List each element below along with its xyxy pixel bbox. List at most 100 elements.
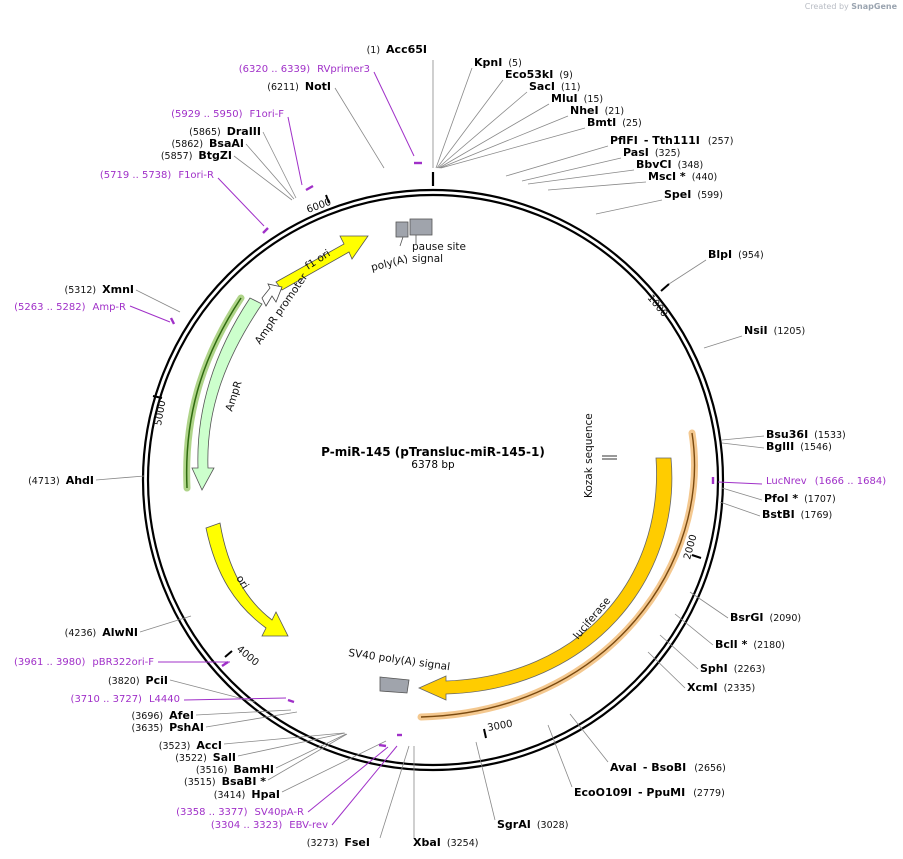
cut-site-line	[547, 724, 573, 788]
primer-binding-mark	[287, 698, 295, 704]
snapgene-logo: SnapGene	[851, 2, 897, 11]
enzyme-position: (6211)	[267, 82, 299, 93]
enzyme-name: BclI *	[715, 638, 748, 651]
enzyme-name: AccI	[196, 739, 222, 752]
enzyme-site-msci: MscI *(440)	[547, 170, 718, 191]
enzyme-site-spei: SpeI (599)	[595, 188, 723, 215]
snapgene-credit: Created by SnapGene	[805, 2, 897, 11]
enzyme-name: PasI	[623, 146, 649, 159]
enzyme-position: (4713)	[28, 476, 60, 487]
enzyme-name: FseI	[344, 836, 370, 849]
primer-site-rvprimer3: RVprimer3(6320 .. 6339)	[239, 64, 422, 165]
cut-site-line	[436, 79, 504, 169]
enzyme-position: (2263)	[734, 664, 766, 675]
primer-site-lucnrev: LucNrev(1666 .. 1684)	[711, 476, 886, 487]
enzyme-name: XbaI	[413, 836, 441, 849]
enzyme-site-fsei: FseI(3273)	[307, 745, 410, 849]
cut-site-line	[689, 591, 729, 619]
kozak-label: Kozak sequence	[583, 413, 595, 498]
enzyme-site-bmti: BmtI(25)	[440, 116, 642, 169]
enzyme-position: (2779)	[693, 788, 725, 799]
enzyme-site-sali: SalI(3522)	[175, 732, 346, 764]
cut-site-line	[703, 335, 743, 349]
enzyme-name: AfeI	[169, 709, 194, 722]
sv40-label: SV40 poly(A) signal	[348, 647, 451, 673]
primer-leader	[129, 305, 171, 323]
cut-site-line	[195, 709, 292, 716]
enzyme-site-ahdi: AhdI(4713)	[28, 474, 145, 487]
primer-name: Amp-R	[93, 302, 127, 313]
primer-leader	[373, 71, 415, 157]
enzyme-position: (440)	[692, 172, 718, 183]
primer-site-l4440: L4440(3710 .. 3727)	[71, 694, 295, 705]
enzyme-name: SphI	[700, 662, 728, 675]
primer-name: L4440	[149, 694, 180, 705]
cut-site-line	[233, 155, 293, 201]
backbone-inner-ring	[146, 193, 720, 767]
cut-site-line	[275, 733, 347, 769]
primer-range: (5929 .. 5950)	[171, 109, 243, 120]
primer-range: (3961 .. 3980)	[14, 657, 86, 668]
primer-binding-mark	[305, 184, 314, 192]
enzyme-name: SpeI	[664, 188, 691, 201]
cut-site-line	[334, 87, 385, 169]
cut-site-line	[674, 613, 714, 646]
enzyme-site-saci: SacI(11)	[437, 80, 580, 169]
enzyme-site-kpni: KpnI(5)	[435, 56, 522, 169]
enzyme-position: (3635)	[132, 723, 164, 734]
enzyme-site-mlui: MluI(15)	[438, 92, 604, 169]
sv40-poly-a-box	[379, 676, 410, 694]
enzyme-position: (3523)	[159, 741, 191, 752]
enzyme-position: (325)	[655, 148, 681, 159]
primer-leader	[217, 177, 265, 227]
primer-leader	[307, 746, 389, 813]
enzyme-name-2: - BsoBI	[643, 761, 686, 774]
cut-site-line	[281, 740, 387, 793]
enzyme-name: PfoI *	[764, 492, 798, 505]
enzyme-site-xcmi: XcmI(2335)	[647, 651, 755, 694]
restriction-sites: Acc65I(1)KpnI(5)Eco53kI(9)SacI(11)MluI(1…	[28, 43, 846, 849]
enzyme-site-btgzi: BtgZI(5857)	[161, 149, 293, 201]
enzyme-site-acc65i: Acc65I(1)	[367, 43, 434, 168]
enzyme-name: SgrAI	[497, 818, 531, 831]
enzyme-site-bsabi: BsaBI *(3515)	[184, 733, 348, 788]
enzyme-position: (2090)	[769, 613, 801, 624]
enzyme-site-pasi: PasI (325)	[521, 146, 681, 182]
enzyme-position: (1707)	[804, 494, 836, 505]
primer-range: (6320 .. 6339)	[239, 64, 311, 75]
enzyme-site-afei: AfeI (3696)	[132, 709, 292, 722]
cut-site-line	[521, 157, 622, 182]
enzyme-position: (15)	[584, 94, 604, 105]
enzyme-position: (3696)	[132, 711, 164, 722]
primer-leader	[717, 481, 763, 485]
pause-site-label-line2: signal	[412, 253, 443, 265]
enzyme-position: (5862)	[171, 139, 203, 150]
enzyme-name: BsaBI *	[222, 775, 267, 788]
cut-site-line	[527, 169, 635, 185]
primer-site-f1ori-f: F1ori-F(5929 .. 5950)	[171, 109, 314, 192]
ampr-promoter-arrow	[261, 283, 283, 307]
enzyme-site-draiii: DraIII(5865)	[189, 125, 297, 199]
primer-site-f1ori-r: F1ori-R(5719 .. 5738)	[100, 170, 269, 234]
credit-prefix: Created by	[804, 2, 849, 11]
enzyme-position: (3414)	[214, 790, 246, 801]
enzyme-position: (599)	[697, 190, 723, 201]
enzyme-site-bglii: BglII(1546)	[721, 440, 832, 453]
enzyme-site-pshai: PshAI(3635)	[132, 711, 298, 734]
primer-site-ebv-rev: EBV-rev(3304 .. 3323)	[211, 733, 402, 831]
primer-binding-mark	[169, 317, 176, 325]
enzyme-name: PciI	[146, 674, 168, 687]
enzyme-name: AlwNI	[102, 626, 138, 639]
enzyme-name: BsrGI	[730, 611, 763, 624]
cut-site-line	[647, 651, 686, 689]
cut-site-line	[262, 131, 297, 199]
features: f1 ori AmpR promoter AmpR ori luciferase…	[183, 218, 698, 721]
luciferase-line	[420, 432, 696, 718]
enzyme-site-blpi: BlpI(954)	[668, 248, 764, 285]
enzyme-name: BglII	[766, 440, 794, 453]
enzyme-site-pcii: PciI(3820)	[108, 674, 256, 703]
enzyme-position: (1533)	[814, 430, 846, 441]
cut-site-line	[435, 67, 473, 169]
cut-site-line	[205, 711, 298, 728]
